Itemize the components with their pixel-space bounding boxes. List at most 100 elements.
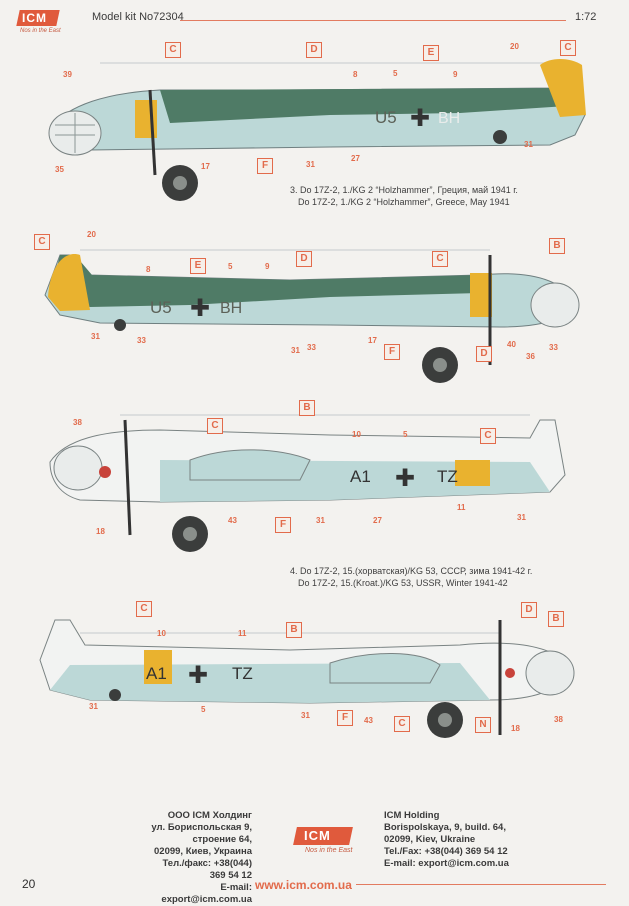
- p1-num-8: 8: [353, 70, 358, 79]
- p4-num-43: 43: [364, 716, 373, 725]
- p3-num-31a: 31: [316, 516, 325, 525]
- p2-num-36: 36: [526, 352, 535, 361]
- p2-tail: BH: [220, 300, 242, 317]
- p4-cross: ✚: [188, 662, 208, 689]
- footer-icm-logo: ICM Nos in the East: [287, 827, 357, 867]
- footer-address-ru: ООО ICM Холдинг ул. Бориспольская 9, стр…: [146, 810, 252, 906]
- p2-num-31a: 31: [91, 332, 100, 341]
- p2-num-31b: 31: [291, 346, 300, 355]
- p4-num-31b: 31: [301, 711, 310, 720]
- website-link[interactable]: www.icm.com.ua: [255, 878, 352, 892]
- header-divider: [180, 20, 566, 21]
- p3-tail: TZ: [437, 467, 458, 486]
- p2-label-e: E: [190, 258, 206, 274]
- p1-num-31b: 31: [524, 140, 533, 149]
- footer-divider: [356, 884, 606, 885]
- p1-cross: ✚: [410, 105, 430, 132]
- p1-label-f: F: [257, 158, 273, 174]
- footer-ru-line2: ул. Бориспольская 9, строение 64,: [151, 822, 252, 845]
- p2-num-33c: 33: [549, 343, 558, 352]
- p2-label-b: B: [549, 238, 565, 254]
- profile-4-aircraft: A1 ✚ TZ: [39, 619, 575, 738]
- footer-en-line4: Tel./Fax: +38(044) 369 54 12: [384, 846, 508, 857]
- caption-4-ru: 4. Do 17Z-2, 15.(хорватская)/KG 53, СССР…: [290, 566, 533, 576]
- p3-label-c2: C: [480, 428, 496, 444]
- p2-num-8: 8: [146, 265, 151, 274]
- p1-code: U5: [375, 108, 397, 127]
- p1-num-35: 35: [55, 165, 64, 174]
- profile-1-aircraft: U5 ✚ BH: [48, 59, 586, 201]
- footer-ru-line3: 02099, Киев, Украина: [154, 846, 252, 857]
- footer-ru-line1: ООО ICM Холдинг: [167, 810, 252, 821]
- logo-text: ICM: [22, 11, 47, 25]
- caption-3-ru: 3. Do 17Z-2, 1./KG 2 “Holzhammer”, Греци…: [290, 185, 518, 195]
- caption-4-en: Do 17Z-2, 15.(Kroat.)/KG 53, USSR, Winte…: [298, 578, 508, 588]
- p4-num-18: 18: [511, 724, 520, 733]
- p4-num-5: 5: [201, 705, 206, 714]
- p4-label-c2: C: [394, 716, 410, 732]
- p4-label-f: F: [337, 710, 353, 726]
- p2-label-d2: D: [476, 346, 492, 362]
- scale-label: 1:72: [575, 11, 597, 23]
- p4-label-c1: C: [136, 601, 152, 617]
- p4-num-38: 38: [554, 715, 563, 724]
- footer-en-line5: E-mail: export@icm.com.ua: [384, 858, 509, 869]
- p2-num-17: 17: [368, 336, 377, 345]
- p1-label-e: E: [423, 45, 439, 61]
- p1-num-31a: 31: [306, 160, 315, 169]
- p3-num-10: 10: [352, 430, 361, 439]
- footer-address-en: ICM Holding Borispolskaya, 9, build. 64,…: [384, 810, 509, 870]
- p3-num-11: 11: [457, 503, 466, 512]
- profile-3-aircraft: A1 ✚ TZ: [49, 414, 566, 552]
- p4-num-11: 11: [238, 629, 247, 638]
- footer-ru-line5: E-mail: export@icm.com.ua: [161, 882, 252, 905]
- p2-num-9: 9: [265, 262, 270, 271]
- footer-ru-line4: Тел./факс: +38(044) 369 54 12: [162, 858, 252, 881]
- p4-label-n: N: [475, 717, 491, 733]
- p3-num-38: 38: [73, 418, 82, 427]
- p4-num-10: 10: [157, 629, 166, 638]
- p2-code: U5: [150, 298, 172, 317]
- p3-num-5: 5: [403, 430, 408, 439]
- footer-logo-tagline: Nos in the East: [305, 847, 353, 854]
- p3-cross: ✚: [395, 465, 415, 492]
- p1-num-9: 9: [453, 70, 458, 79]
- p2-num-33b: 33: [307, 343, 316, 352]
- p1-num-17: 17: [201, 162, 210, 171]
- p4-tail: TZ: [232, 664, 253, 683]
- p1-num-5: 5: [393, 69, 398, 78]
- p1-num-20: 20: [510, 42, 519, 51]
- p3-code: A1: [350, 467, 371, 486]
- p2-num-20: 20: [87, 230, 96, 239]
- footer-logo-text: ICM: [304, 828, 331, 843]
- p3-num-18: 18: [96, 527, 105, 536]
- page-number: 20: [22, 877, 36, 891]
- p1-label-c2: C: [560, 40, 576, 56]
- model-number: Model kit No72304: [92, 11, 184, 23]
- p1-num-39: 39: [63, 70, 72, 79]
- profile-2-aircraft: U5 ✚ BH: [44, 249, 580, 383]
- p4-label-d: D: [521, 602, 537, 618]
- p2-label-c2: C: [432, 251, 448, 267]
- p1-num-27: 27: [351, 154, 360, 163]
- p3-label-c1: C: [207, 418, 223, 434]
- icm-logo: ICM Nos in the East: [16, 10, 74, 40]
- p2-cross: ✚: [190, 295, 210, 322]
- p1-label-c1: C: [165, 42, 181, 58]
- p2-num-40: 40: [507, 340, 516, 349]
- caption-3-en: Do 17Z-2, 1./KG 2 “Holzhammer”, Greece, …: [298, 197, 510, 207]
- p2-num-5: 5: [228, 262, 233, 271]
- p1-tail: BH: [438, 110, 460, 127]
- p4-label-b1: B: [286, 622, 302, 638]
- logo-tagline: Nos in the East: [20, 28, 61, 34]
- p2-label-f: F: [384, 344, 400, 360]
- p2-num-33a: 33: [137, 336, 146, 345]
- p3-num-43: 43: [228, 516, 237, 525]
- p3-label-b: B: [299, 400, 315, 416]
- p2-label-d: D: [296, 251, 312, 267]
- p3-num-27: 27: [373, 516, 382, 525]
- p4-num-31a: 31: [89, 702, 98, 711]
- p3-num-31b: 31: [517, 513, 526, 522]
- p4-label-b2: B: [548, 611, 564, 627]
- p4-code: A1: [146, 664, 167, 683]
